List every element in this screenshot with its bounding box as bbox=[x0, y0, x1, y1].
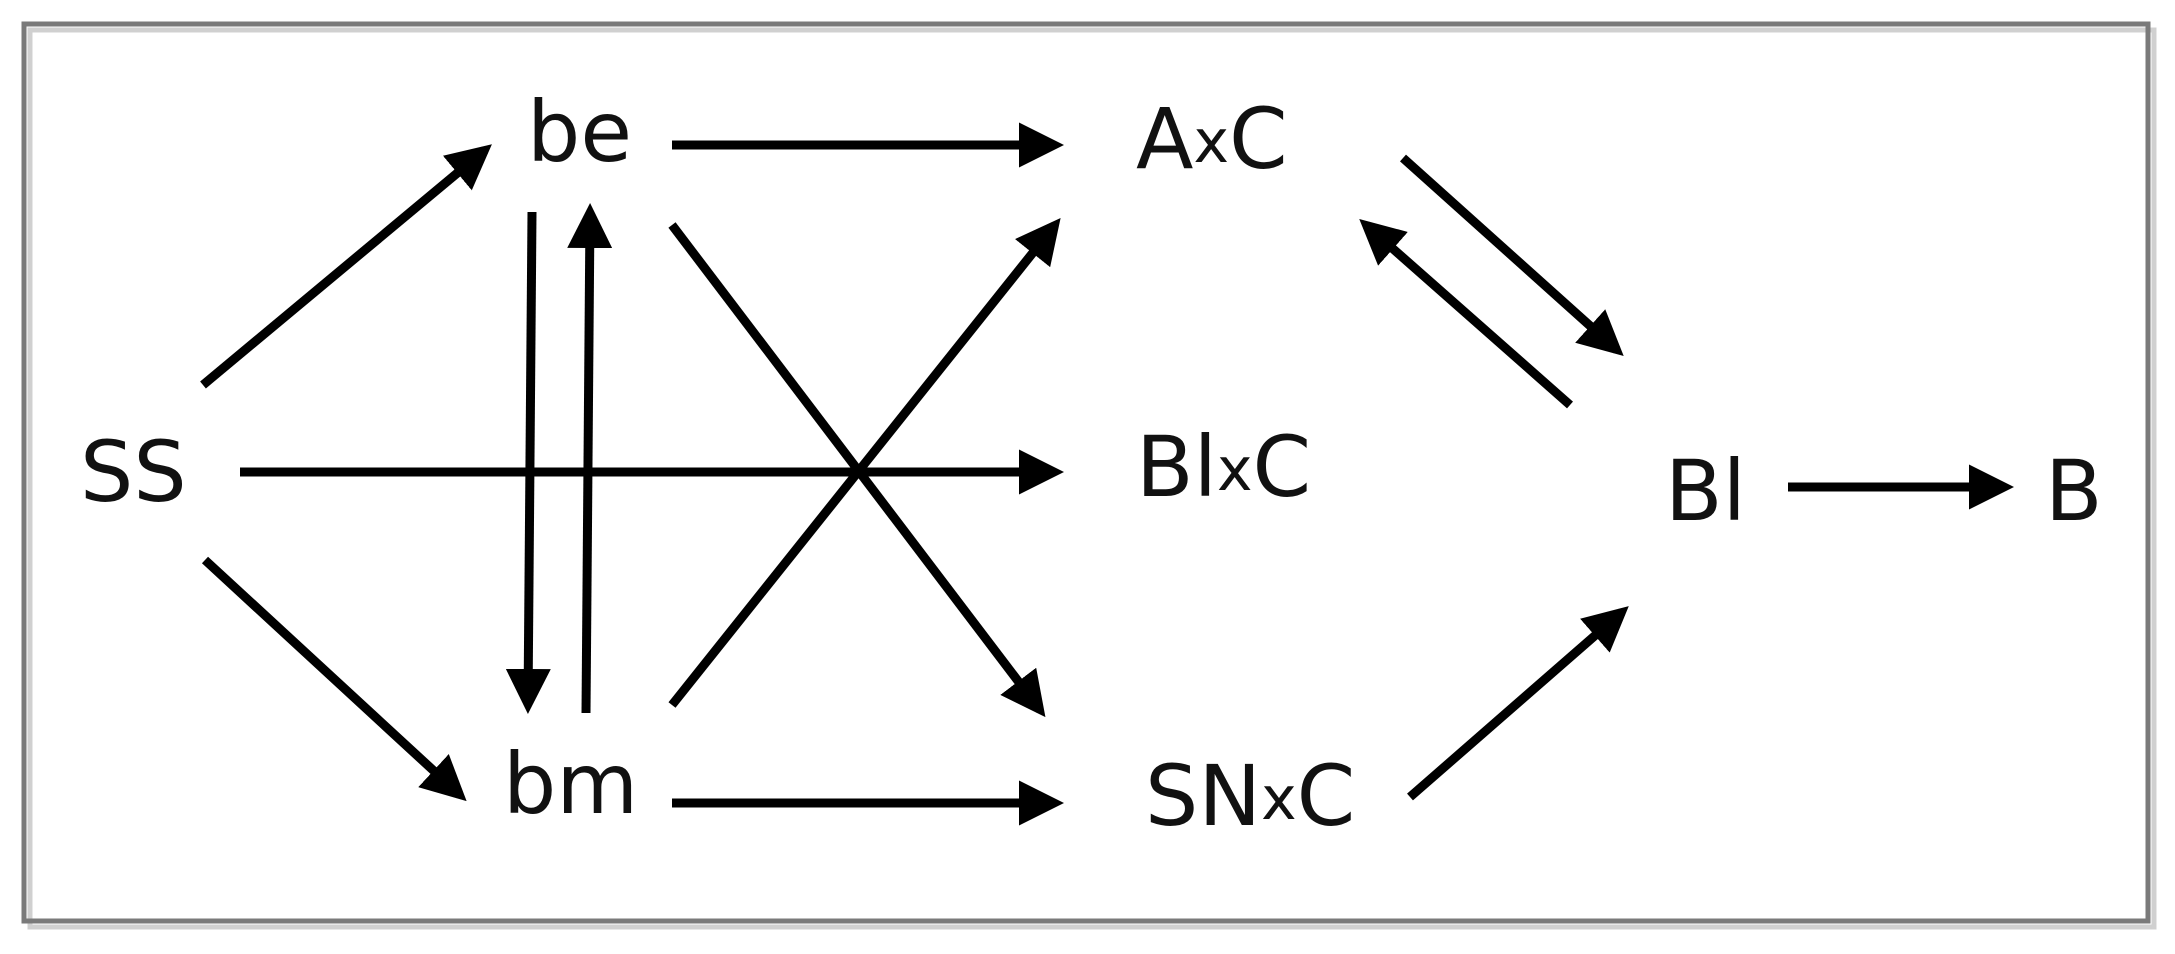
frame-shadow bbox=[27, 27, 2157, 930]
arrow-bm-to-be bbox=[567, 203, 613, 714]
node-snxc: SNxC bbox=[1145, 747, 1355, 845]
node-b: B bbox=[2045, 442, 2103, 540]
arrow-bm-to-axc bbox=[668, 217, 1061, 708]
arrow-snxc-to-bl bbox=[1407, 606, 1629, 801]
arrow-bl-to-axc bbox=[1359, 219, 1573, 409]
node-be: be bbox=[527, 83, 632, 181]
node-blxc: BlxC bbox=[1136, 418, 1311, 516]
node-bm: bm bbox=[503, 735, 638, 833]
nodes-layer: SS be bm AxC BlxC SNxC Bl B bbox=[80, 83, 2103, 845]
node-ss: SS bbox=[80, 423, 187, 521]
arrow-ss-to-be bbox=[200, 144, 492, 389]
diagram-frame bbox=[21, 21, 2151, 924]
node-axc: AxC bbox=[1136, 90, 1288, 188]
edges-layer bbox=[200, 122, 2014, 826]
arrow-ss-to-bm bbox=[201, 556, 467, 802]
arrow-axc-to-bl bbox=[1399, 154, 1624, 357]
arrow-be-to-bm bbox=[505, 211, 551, 714]
node-bl: Bl bbox=[1665, 442, 1746, 540]
